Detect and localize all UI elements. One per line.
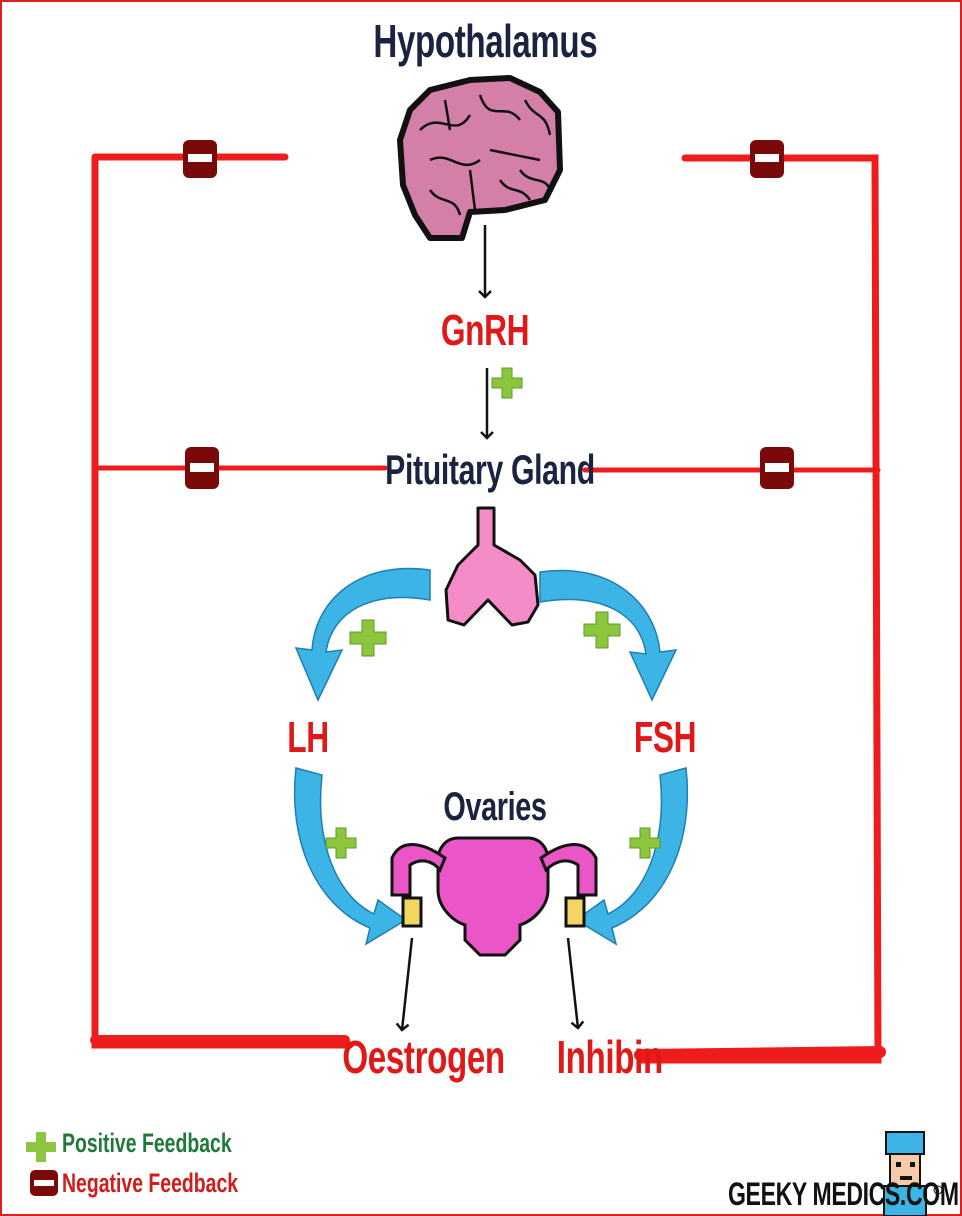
negative-badge (185, 447, 219, 489)
positive-feedback-icon (26, 1132, 56, 1162)
hypothalamus-label: Hypothalamus (373, 14, 596, 68)
legend-positive-label: Positive Feedback (62, 1128, 232, 1159)
ovaries-label: Ovaries (441, 785, 549, 830)
ovaries-uterus-icon (392, 838, 596, 955)
right-outer-feedback-line (640, 158, 878, 1060)
inhibin-label: Inhibin (557, 1030, 643, 1084)
oestrogen-label: Oestrogen (342, 1030, 457, 1084)
pituitary-gland-label: Pituitary Gland (375, 446, 605, 494)
fsh-label: FSH (629, 713, 701, 763)
inhibin-feedback-base (640, 1052, 880, 1055)
gnrh-label: GnRH (427, 306, 542, 356)
right-ovary (566, 898, 584, 926)
left-outer-feedback-line (95, 157, 350, 1045)
negative-badge (760, 447, 794, 489)
brain-icon (400, 78, 560, 238)
negative-badge (183, 140, 217, 178)
legend-negative-label: Negative Feedback (62, 1168, 238, 1199)
pituitary-gland-icon (446, 508, 538, 625)
geeky-medics-logo: GEEKY MEDICS.COM (728, 1176, 872, 1213)
ovary-to-inhibin-arrow (568, 938, 578, 1028)
lh-to-ovary-arrow (295, 768, 406, 944)
negative-feedback-icon (30, 1170, 58, 1196)
negative-badge (750, 140, 784, 178)
lh-label: LH (279, 713, 337, 763)
left-ovary (403, 898, 421, 926)
ovary-to-oestrogen-arrow (402, 938, 412, 1030)
